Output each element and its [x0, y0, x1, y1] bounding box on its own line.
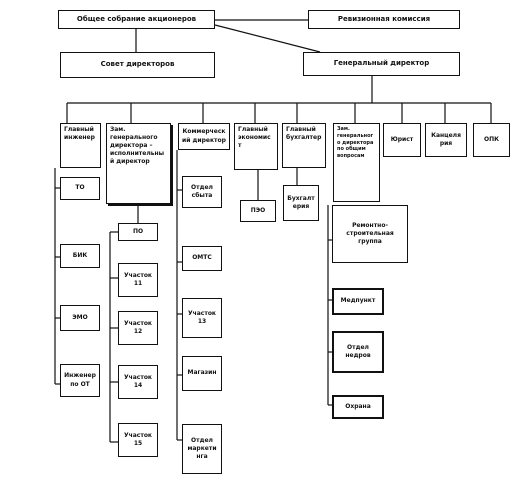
- repair-group-box: Ремонтно-строительная группа: [332, 205, 408, 263]
- subsoil-dept-box: Отдел недров: [332, 331, 384, 373]
- bik-box: БИК: [60, 244, 100, 268]
- commercial-director-box: Коммерческий директор: [178, 123, 230, 150]
- chancellery-box: Канцелярия: [425, 123, 467, 157]
- chief-economist-box: Главный экономист: [234, 123, 278, 170]
- medpunkt-box: Медпункт: [332, 288, 384, 315]
- site-12-box: Участок 12: [118, 311, 158, 345]
- hr-department-box: ОПК: [473, 123, 510, 157]
- omo-box: ЭМО: [60, 305, 100, 331]
- site-13-box: Участок 13: [182, 298, 222, 338]
- lawyer-box: Юрист: [383, 123, 421, 157]
- sales-dept-box: Отдел сбыта: [182, 176, 222, 208]
- deputy-gd-box: Зам. генерального директора – исполнител…: [106, 123, 171, 204]
- po-box: ПО: [118, 223, 158, 241]
- general-meeting-box: Общее собрание акционеров: [58, 10, 215, 29]
- marketing-dept-box: Отдел маркетинга: [182, 424, 222, 474]
- site-14-box: Участок 14: [118, 365, 158, 399]
- general-director-box: Генеральный директор: [303, 52, 460, 76]
- site-15-box: Участок 15: [118, 423, 158, 457]
- shop-box: Магазин: [182, 356, 222, 391]
- audit-commission-box: Ревизионная комиссия: [308, 10, 460, 29]
- omts-box: ОМТС: [182, 246, 222, 271]
- site-11-box: Участок 11: [118, 263, 158, 297]
- board-of-directors-box: Совет директоров: [60, 52, 215, 78]
- peo-box: ПЭО: [240, 200, 276, 222]
- chief-engineer-box: Главный инженер: [60, 123, 101, 168]
- ot-engineer-box: Инженер по ОТ: [60, 364, 100, 397]
- deputy-general-affairs-box: Зам. генерального директора по общим воп…: [333, 123, 380, 202]
- security-box: Охрана: [332, 395, 384, 419]
- to-box: ТО: [60, 177, 100, 200]
- accounting-box: Бухгалтерия: [283, 185, 319, 221]
- chief-accountant-box: Главный бухгалтер: [282, 123, 326, 168]
